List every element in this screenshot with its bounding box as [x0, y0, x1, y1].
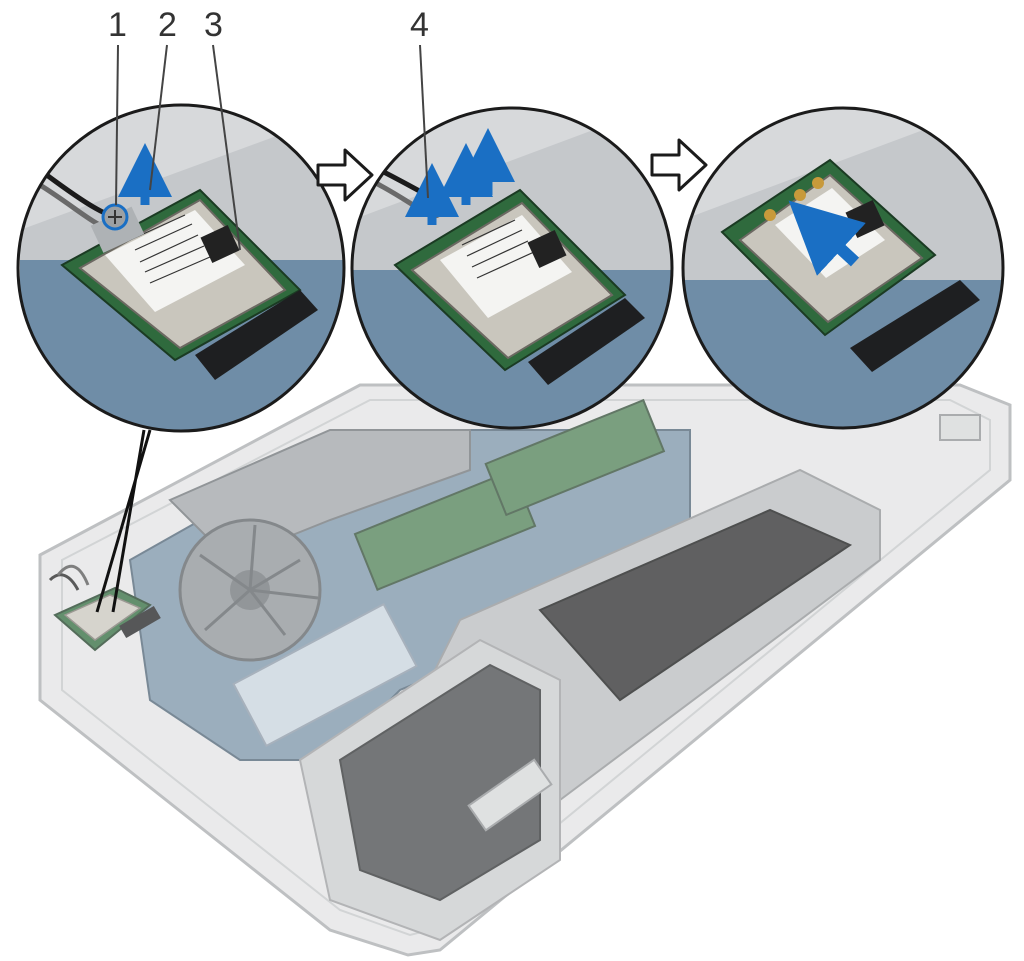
speaker	[467, 758, 553, 832]
callout-leaders	[115, 44, 429, 251]
touchpad	[538, 508, 853, 702]
chassis-inner-rim	[61, 399, 991, 937]
slide-arrow-icon	[788, 200, 866, 276]
callout-3: 3	[204, 6, 223, 44]
screw-icon	[101, 203, 129, 231]
cable-lift-arrows-icon	[405, 128, 515, 225]
callout-2: 2	[158, 6, 177, 44]
step-arrow-icon-1	[316, 148, 374, 202]
fan	[178, 518, 322, 662]
zoom-panel-2	[350, 106, 674, 430]
callout-1: 1	[108, 6, 127, 44]
zoom-panel-1	[16, 103, 346, 433]
wlan-card-zoom-2	[393, 188, 645, 385]
step-arrow-icon-2	[650, 138, 708, 192]
memory-module-2	[484, 398, 666, 517]
laptop-base	[38, 383, 1012, 957]
wlan-card-small	[48, 564, 161, 652]
wlan-card-zoom-1	[60, 188, 318, 380]
solid-state-drive	[232, 602, 418, 748]
zoom-panel-3	[681, 106, 1005, 430]
zoom-leader-line	[95, 429, 152, 613]
callout-4: 4	[410, 6, 429, 44]
